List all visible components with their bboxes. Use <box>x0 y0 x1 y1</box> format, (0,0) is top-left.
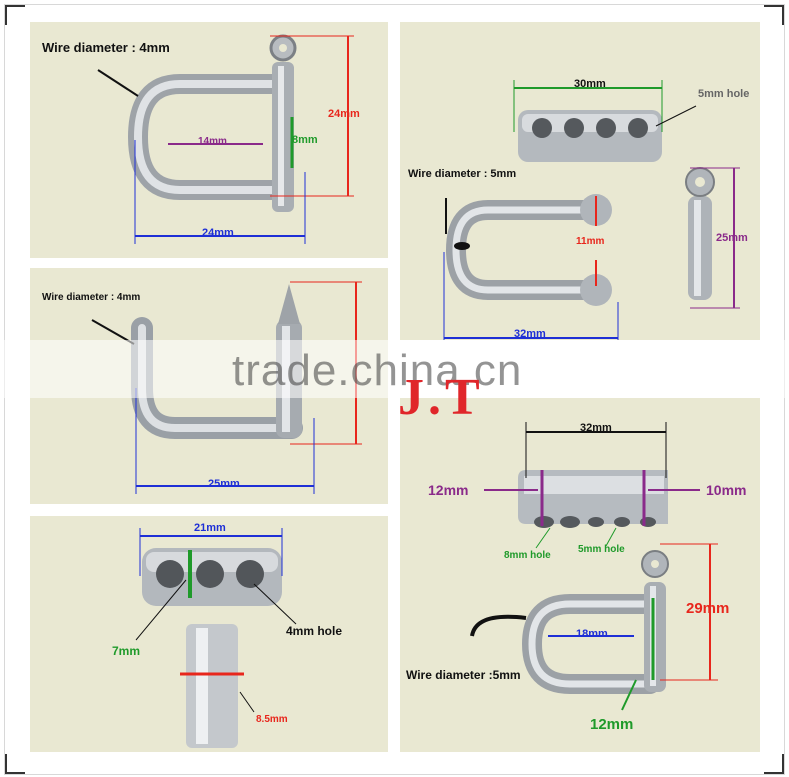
pin-label: 8mm <box>292 134 318 146</box>
pin-label: 12mm <box>590 716 634 733</box>
shackle-width-label: 32mm <box>514 328 546 340</box>
shackle-4mm-photo <box>97 34 354 244</box>
pin-length-label: 25mm <box>716 232 748 244</box>
wire-diameter-label: Wire diameter : 5mm <box>408 168 517 180</box>
spacer-width-label: 32mm <box>580 422 612 434</box>
inner-width-label: 14mm <box>198 136 227 147</box>
hole-small-label: 5mm hole <box>578 544 625 555</box>
panel-spacer-3-hole: 21mm 7mm 4mm hole 8.5mm <box>30 516 388 752</box>
height-label: 24mm <box>328 108 360 120</box>
panel-shackle-5mm-spacer: 32mm 12mm 10mm 8mm hole 5mm hole 18mm 29… <box>400 398 760 752</box>
brand-logo: J.T <box>398 369 484 426</box>
height-label: 29mm <box>686 600 730 617</box>
corner-mark <box>5 5 25 25</box>
right-end-label: 10mm <box>706 482 747 498</box>
width-label: 21mm <box>194 522 226 534</box>
wire-diameter-label: Wire diameter :5mm <box>406 668 521 682</box>
corner-mark <box>5 754 25 774</box>
width-label: 25mm <box>208 478 240 490</box>
shackle-5mm-photo <box>443 80 740 340</box>
corner-mark <box>764 5 784 25</box>
hole-label: 4mm hole <box>286 624 343 638</box>
panel-shackle-5mm: 30mm 5mm hole Wire diameter : 5mm 11mm 2… <box>400 22 760 340</box>
corner-mark <box>764 754 784 774</box>
shackle-spacer-photo <box>470 422 718 711</box>
spacer-3-hole-photo <box>135 528 297 748</box>
panel-shackle-4mm: Wire diameter : 4mm 24mm 14mm 8mm 24mm <box>30 22 388 258</box>
wire-diameter-label: Wire diameter : 4mm <box>42 40 170 55</box>
inner-width-label: 18mm <box>576 628 608 640</box>
width-label: 24mm <box>202 227 234 239</box>
spacer-width-label: 30mm <box>574 78 606 90</box>
watermark-text: trade.china.cn <box>232 346 523 395</box>
side-label: 8.5mm <box>256 714 288 725</box>
thickness-label: 7mm <box>112 644 141 658</box>
hole-label: 5mm hole <box>698 88 750 100</box>
gap-label: 11mm <box>576 236 605 247</box>
watermark-band <box>0 340 789 398</box>
hole-big-label: 8mm hole <box>504 550 551 561</box>
wire-diameter-label: Wire diameter : 4mm <box>42 292 141 303</box>
left-end-label: 12mm <box>428 482 469 498</box>
